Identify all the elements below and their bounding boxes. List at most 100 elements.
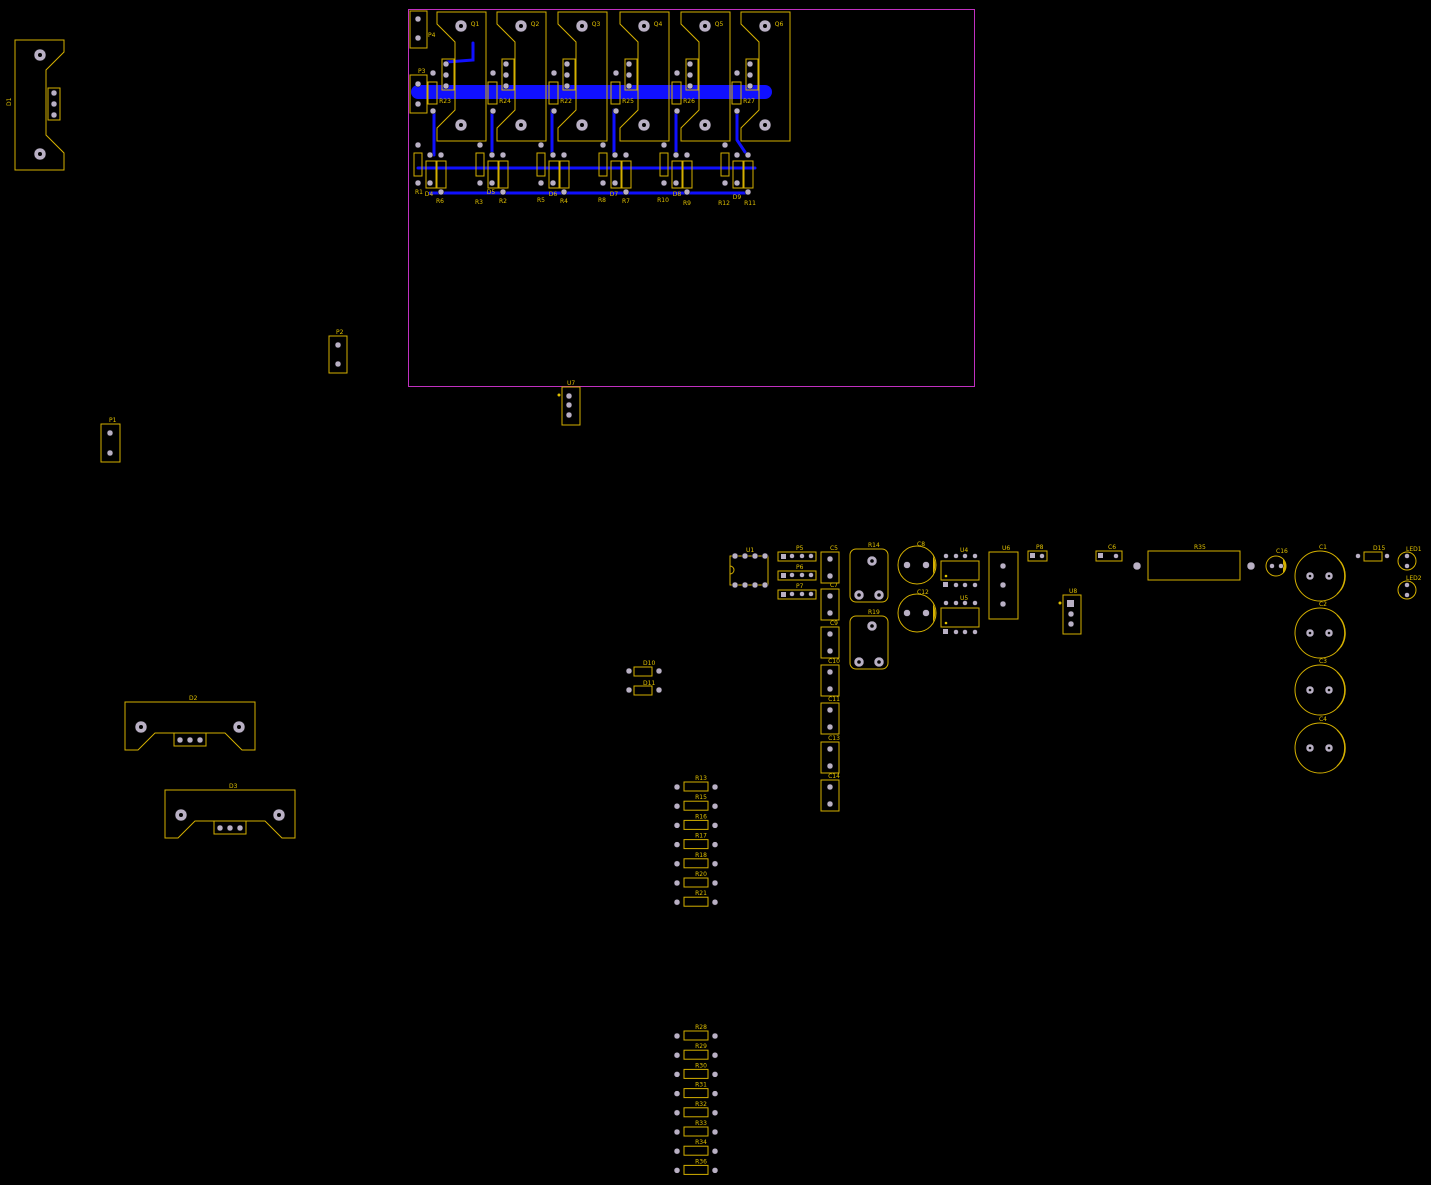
resistor-r30[interactable]: R30 [673, 1062, 719, 1079]
cap-c12[interactable]: C12 [897, 589, 937, 633]
connector-p4[interactable]: P4 [409, 10, 436, 49]
resistor-r22[interactable]: R22 [548, 69, 572, 115]
resistor-r29[interactable]: R29 [673, 1043, 719, 1060]
gate-driver-group[interactable] [598, 141, 632, 196]
resistor-r36[interactable]: R36 [673, 1158, 719, 1175]
ref-label: R9 [683, 200, 691, 207]
gate-driver-group[interactable] [720, 141, 754, 196]
gate-driver-group[interactable] [536, 141, 570, 196]
ref-label: R10 [657, 197, 669, 204]
resistor-r18[interactable]: R18 [673, 852, 719, 869]
ref-label: P4 [428, 32, 436, 39]
cap-c11[interactable]: C11 [820, 696, 840, 735]
ref-label: P2 [336, 329, 344, 336]
diode-d10[interactable]: D10 [625, 660, 663, 677]
trimmer-r19[interactable]: R19 [849, 609, 889, 670]
copper-traces [411, 41, 772, 195]
resistor-r17[interactable]: R17 [673, 833, 719, 850]
diode-d3[interactable]: D3 [164, 783, 296, 839]
resistor-r25[interactable]: R25 [610, 69, 634, 115]
led-1[interactable]: LED1 [1397, 546, 1422, 571]
ic-u6[interactable]: U6 [988, 545, 1019, 620]
mosfet-q6[interactable]: Q6 [740, 11, 791, 142]
resistor-r32[interactable]: R32 [673, 1101, 719, 1118]
regulator-u7[interactable]: U7 [557, 380, 581, 426]
diode-d1[interactable]: D1 [6, 39, 65, 171]
resistor-r21[interactable]: R21 [673, 890, 719, 907]
connector-p2[interactable]: P2 [328, 329, 348, 374]
cap-c6[interactable]: C6 [1095, 544, 1123, 562]
cap-c3[interactable]: C3 [1294, 658, 1346, 716]
cap-c16[interactable]: C16 [1265, 548, 1288, 577]
ref-label: Q3 [592, 21, 601, 28]
resistor-r26[interactable]: R26 [671, 69, 695, 115]
cap-c4[interactable]: C4 [1294, 716, 1346, 774]
resistor-r27[interactable]: R27 [731, 69, 755, 115]
cap-c5[interactable]: C5 [820, 545, 840, 584]
connector-p7[interactable]: P7 [777, 583, 817, 600]
connector-p1[interactable]: P1 [100, 417, 121, 463]
ref-label: P3 [418, 68, 426, 75]
ref-label: R20 [695, 871, 707, 878]
resistor-r24[interactable]: R24 [487, 69, 511, 115]
resistor-r31[interactable]: R31 [673, 1082, 719, 1099]
resistor-r20[interactable]: R20 [673, 871, 719, 888]
ref-label: R14 [868, 542, 880, 549]
connector-p6[interactable]: P6 [777, 564, 817, 581]
ref-label: C3 [1319, 658, 1327, 665]
cap-c14[interactable]: C14 [820, 773, 840, 812]
connector-p8[interactable]: P8 [1027, 544, 1048, 562]
connector-p5[interactable]: P5 [777, 545, 817, 562]
ref-label: R35 [1194, 544, 1206, 551]
ref-label: U6 [1002, 545, 1010, 552]
led-2[interactable]: LED2 [1397, 575, 1422, 600]
ic-u4[interactable]: U4 [940, 547, 980, 588]
cap-c8[interactable]: C8 [897, 541, 937, 585]
ref-label: P1 [109, 417, 117, 424]
ref-label: R16 [695, 813, 707, 820]
ref-label: R33 [695, 1120, 707, 1127]
diode-d11[interactable]: D11 [625, 680, 663, 696]
cap-c7[interactable]: C7 [820, 582, 840, 621]
ref-label: D7 [610, 191, 619, 198]
cap-c2[interactable]: C2 [1294, 601, 1346, 659]
regulator-u8[interactable]: U8 [1058, 588, 1082, 635]
ref-label: R19 [868, 609, 880, 616]
ref-label: C11 [828, 696, 840, 703]
mosfet-q4[interactable]: Q4 [619, 11, 670, 142]
diode-d2[interactable]: D2 [124, 695, 256, 751]
mosfet-q1[interactable]: Q1 [436, 11, 487, 142]
trimmer-r14[interactable]: R14 [849, 542, 889, 603]
cap-c10[interactable]: C10 [820, 658, 840, 697]
resistor-r28[interactable]: R28 [673, 1024, 719, 1041]
resistor-r35[interactable]: R35 [1132, 544, 1256, 581]
ref-label: Q1 [471, 21, 480, 28]
gate-driver-group[interactable] [475, 141, 509, 196]
resistor-r33[interactable]: R33 [673, 1120, 719, 1137]
board-outline [408, 9, 975, 387]
ic-u5[interactable]: U5 [940, 595, 980, 635]
ref-label: D5 [487, 189, 496, 196]
diode-d15[interactable]: D15 [1355, 545, 1390, 562]
cap-c13[interactable]: C13 [820, 735, 840, 774]
resistor-r34[interactable]: R34 [673, 1139, 719, 1156]
ref-label: R13 [695, 775, 707, 782]
cap-c9[interactable]: C9 [820, 620, 840, 659]
resistor-r15[interactable]: R15 [673, 794, 719, 811]
cap-c1[interactable]: C1 [1294, 544, 1346, 602]
mosfet-q5[interactable]: Q5 [680, 11, 731, 142]
resistor-r23[interactable]: R23 [427, 69, 451, 115]
resistor-r13[interactable]: R13 [673, 775, 719, 792]
connector-p3[interactable]: P3 [409, 68, 428, 114]
gate-driver-group[interactable] [659, 141, 693, 196]
gate-driver-group[interactable] [413, 141, 447, 196]
mosfet-q3[interactable]: Q3 [557, 11, 608, 142]
ic-u1[interactable]: U1 [729, 547, 769, 589]
resistor-r16[interactable]: R16 [673, 813, 719, 830]
mosfet-q2[interactable]: Q2 [496, 11, 547, 142]
ref-label: R8 [598, 197, 606, 204]
